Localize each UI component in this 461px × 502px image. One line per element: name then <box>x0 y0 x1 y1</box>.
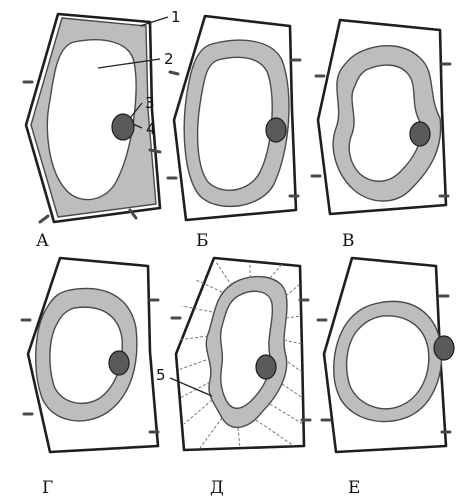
vacuole <box>347 316 429 409</box>
vacuole <box>198 57 273 190</box>
cell-panel-a <box>24 14 168 222</box>
nucleus <box>410 122 430 146</box>
cell-panel-d <box>170 258 310 450</box>
nucleus <box>434 336 454 360</box>
cell-panel-b <box>168 16 300 220</box>
panel-letter-d: Д <box>210 478 224 498</box>
callout-1: 1 <box>171 8 181 26</box>
panel-letter-e: Е <box>348 478 360 498</box>
cell-panel-e <box>318 258 454 452</box>
panel-letter-g: Г <box>42 478 53 498</box>
callout-2: 2 <box>164 50 174 68</box>
nucleus <box>109 351 129 375</box>
nucleus <box>266 118 286 142</box>
callout-3: 3 <box>145 94 155 112</box>
nucleus <box>256 355 276 379</box>
callout-4: 4 <box>146 120 156 138</box>
callout-5: 5 <box>156 366 166 384</box>
cell-panel-g <box>22 258 158 452</box>
panel-letter-v: В <box>342 231 355 251</box>
panel-letter-b: Б <box>196 231 209 251</box>
panel-letter-a: А <box>36 231 49 251</box>
cell-panel-v <box>312 20 450 214</box>
